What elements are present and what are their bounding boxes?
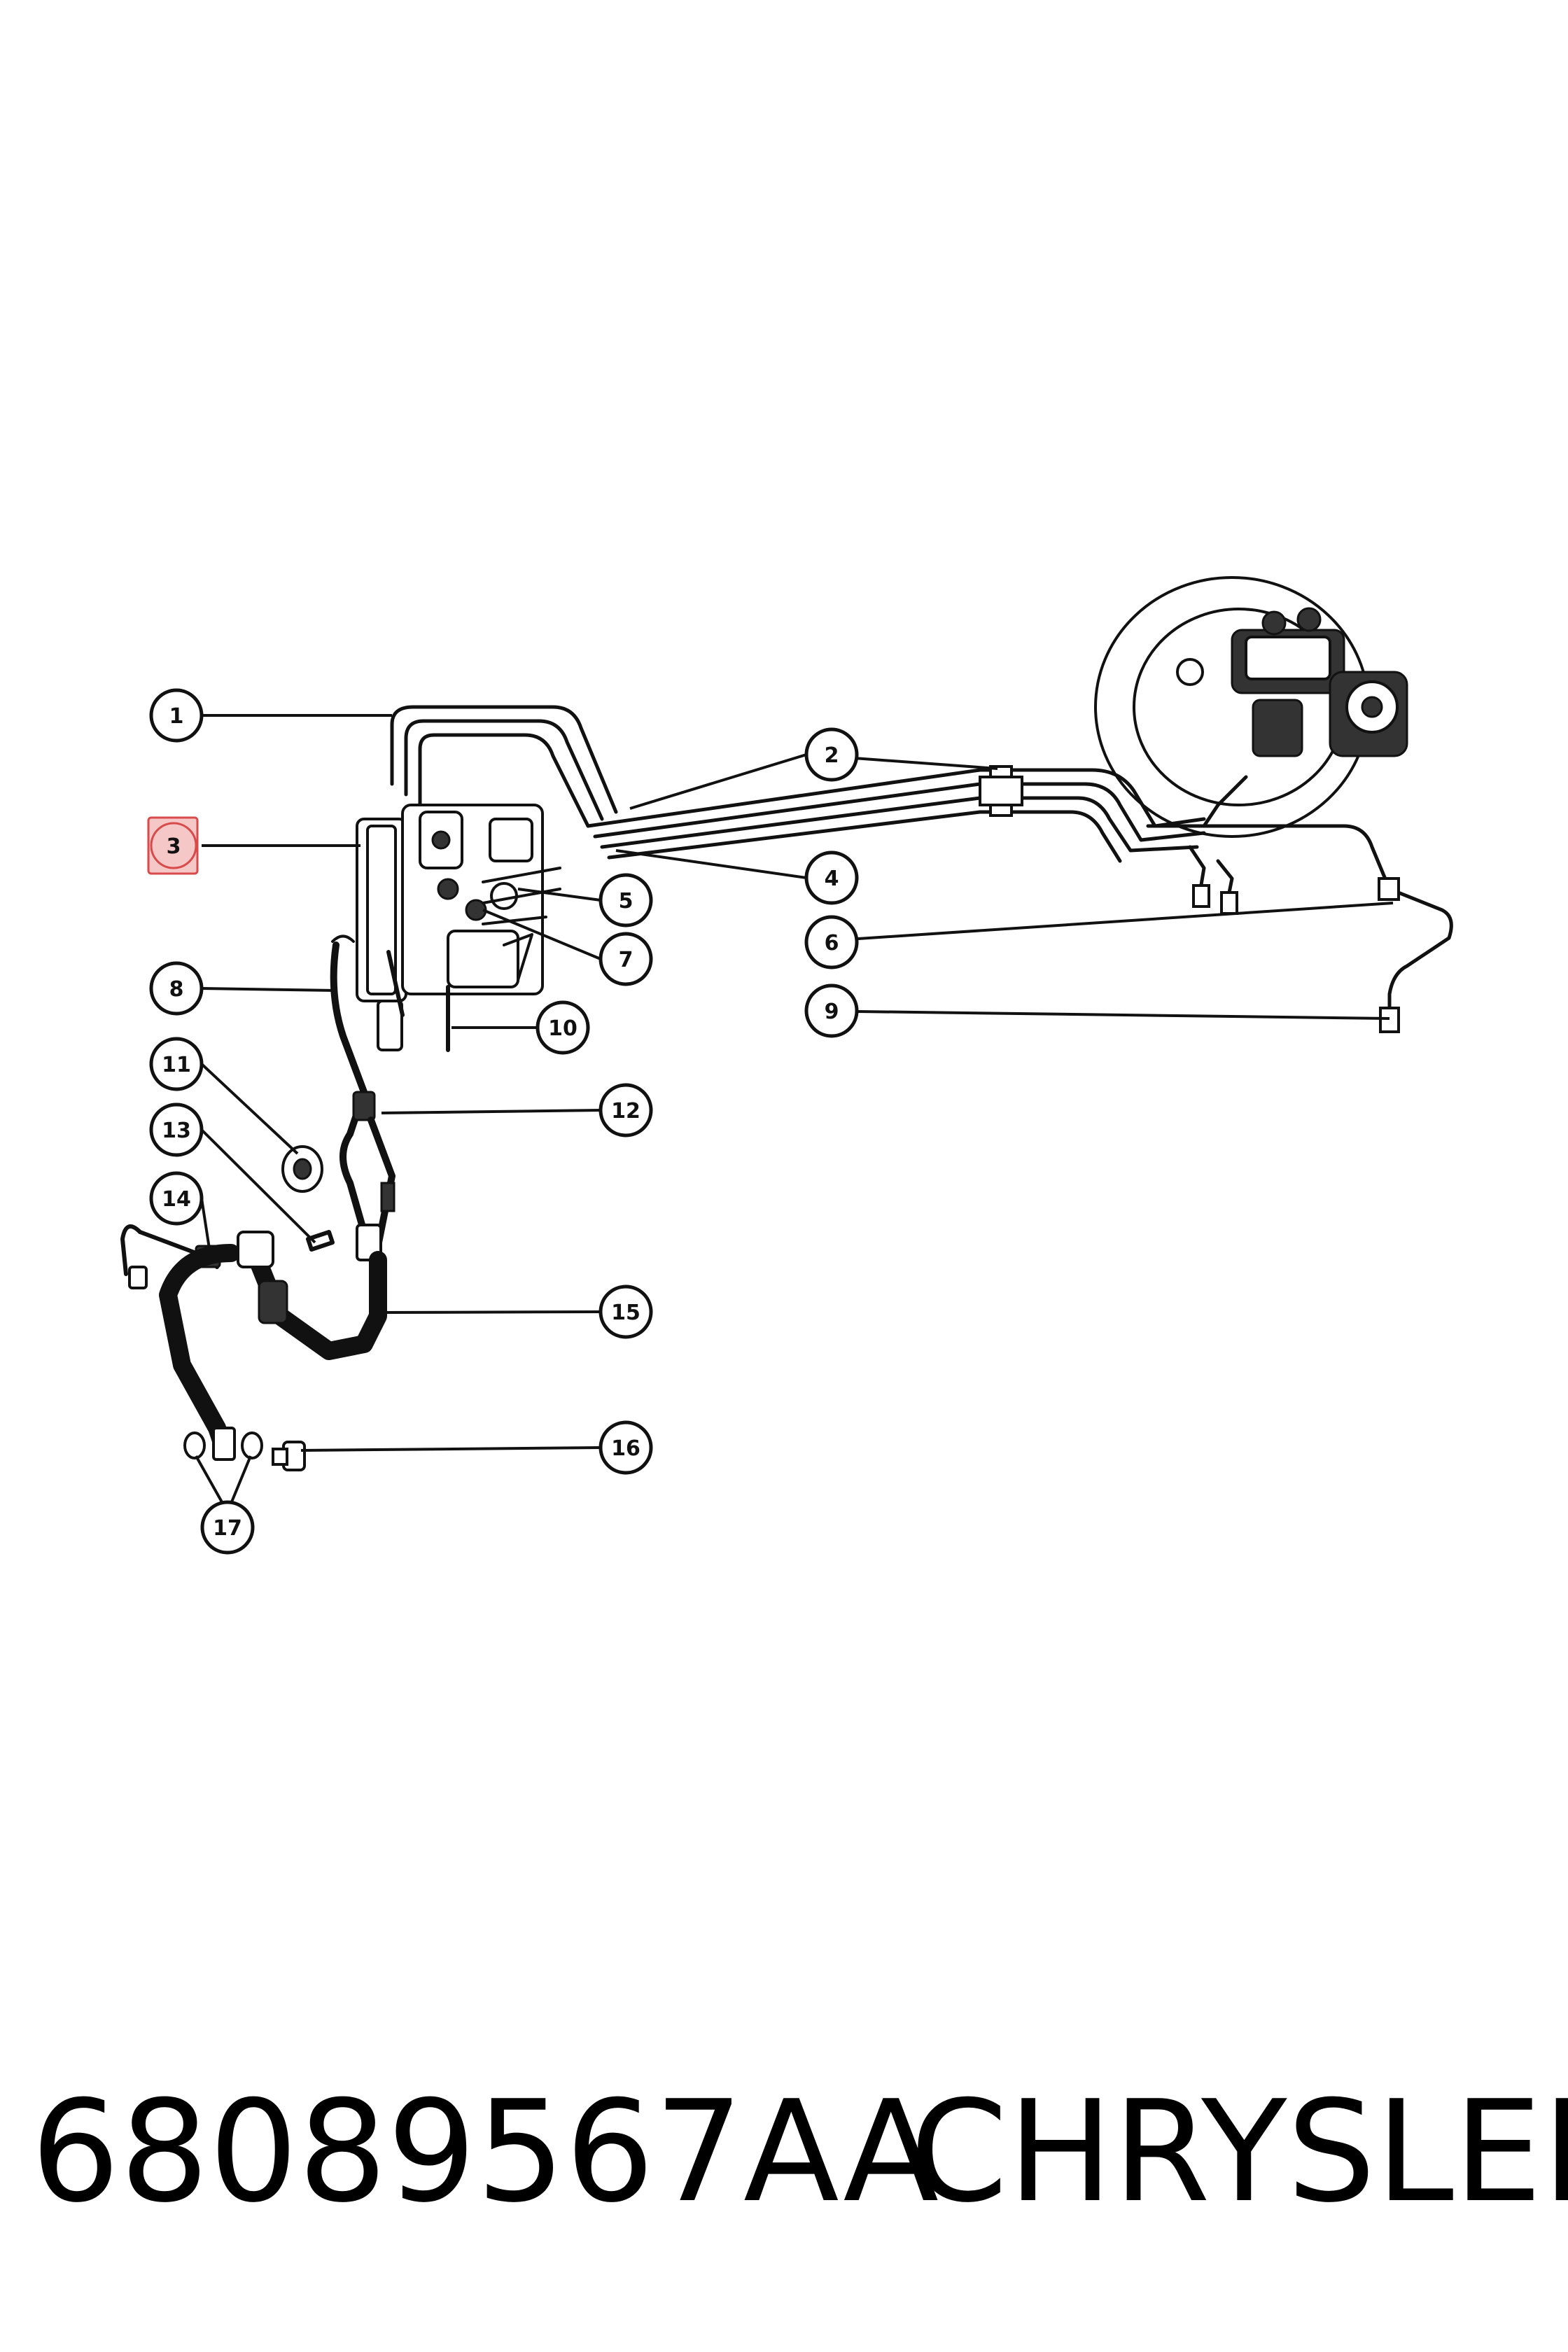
brake-booster xyxy=(1094,576,1408,838)
part-number: 68089567AA xyxy=(31,2071,939,2234)
callout-label: 4 xyxy=(825,867,839,891)
callout-label: 17 xyxy=(213,1516,242,1541)
wheel-speed-sensor-harness xyxy=(330,934,405,1261)
callout-label: 8 xyxy=(169,977,184,1002)
copper-washers xyxy=(183,1432,263,1460)
callout-9[interactable]: 9 xyxy=(804,983,859,1038)
callout-5[interactable]: 5 xyxy=(598,873,653,927)
callout-label: 7 xyxy=(619,948,634,972)
callout-7[interactable]: 7 xyxy=(598,932,653,986)
callout-13[interactable]: 13 xyxy=(149,1102,204,1157)
callout-label: 11 xyxy=(162,1053,191,1077)
callout-15[interactable]: 15 xyxy=(598,1284,653,1339)
brand-name: CHRYSLER xyxy=(910,2071,1568,2234)
callout-6[interactable]: 6 xyxy=(804,915,859,969)
callout-label: 12 xyxy=(611,1099,640,1124)
callout-2[interactable]: 2 xyxy=(804,727,859,782)
callout-label: 10 xyxy=(548,1016,578,1041)
callout-16[interactable]: 16 xyxy=(598,1420,653,1475)
brake-lines-diagram: 1 2 3 4 5 6 7 8 9 10 11 12 xyxy=(120,576,1453,1555)
callout-1[interactable]: 1 xyxy=(149,688,204,743)
callout-label: 2 xyxy=(825,743,839,768)
callout-label: 1 xyxy=(169,704,184,729)
callout-label: 14 xyxy=(162,1187,191,1212)
clip xyxy=(306,1230,335,1252)
abs-module xyxy=(356,804,561,1052)
callout-10[interactable]: 10 xyxy=(536,1000,590,1055)
callout-label: 16 xyxy=(611,1436,640,1461)
callout-label: 13 xyxy=(162,1119,191,1143)
callout-label: 15 xyxy=(611,1301,640,1325)
callout-label: 5 xyxy=(619,889,634,913)
brake-hose xyxy=(120,1224,387,1461)
callout-17[interactable]: 17 xyxy=(200,1500,255,1555)
callout-3[interactable]: 3 xyxy=(147,816,199,875)
banjo-bolt xyxy=(272,1441,306,1471)
brake-tube-bundle xyxy=(390,705,1453,1033)
callout-label: 3 xyxy=(167,834,181,859)
callout-4[interactable]: 4 xyxy=(804,850,859,905)
callout-label: 9 xyxy=(825,1000,839,1024)
callout-11[interactable]: 11 xyxy=(149,1037,204,1091)
callout-label: 6 xyxy=(825,931,839,955)
callout-12[interactable]: 12 xyxy=(598,1083,653,1138)
grommet xyxy=(281,1145,323,1193)
callout-14[interactable]: 14 xyxy=(149,1171,204,1226)
callout-8[interactable]: 8 xyxy=(149,961,204,1016)
